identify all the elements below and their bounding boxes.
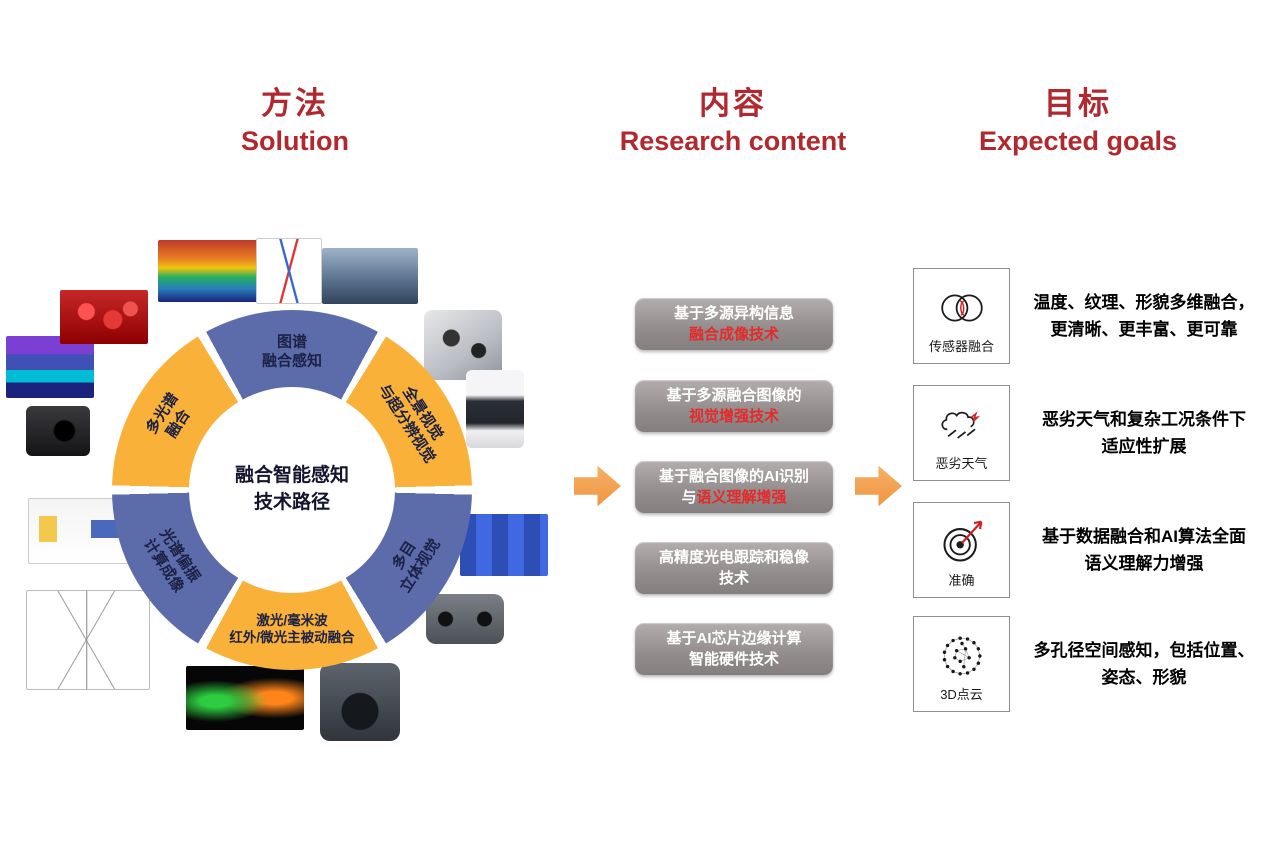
content-box-line2-red: 融合成像技术 [688, 326, 779, 343]
content-box-line1: 基于AI芯片边缘计算 [666, 629, 802, 647]
content-box-line2: 智能硬件技术 [689, 649, 779, 670]
goal-label: 3D点云 [940, 687, 983, 702]
goal-desc-line2: 语义理解力增强 [1084, 554, 1204, 573]
goal-desc-line2: 姿态、形貌 [1101, 668, 1187, 687]
ptz-camera-image [466, 370, 524, 448]
black-camera-image [26, 406, 90, 456]
red-berries-image [60, 290, 148, 344]
segment-label-line: 红外/微光主被动融合 [229, 630, 355, 645]
content-box-line2-red: 语义理解增强 [696, 489, 787, 506]
goal-desc-line1: 多孔径空间感知，包括位置、 [1033, 640, 1255, 660]
optical-path-diagram [26, 590, 150, 690]
stereo-blocks-image [460, 514, 548, 576]
donut-center: 融合智能感知 技术路径 [189, 387, 395, 593]
flow-arrow-left [574, 465, 621, 507]
segment-label-map-fusion: 图谱 融合感知 [262, 333, 322, 371]
goal-desc: 多孔径空间感知，包括位置、 姿态、形貌 [1030, 637, 1258, 691]
multi-camera-cube-image [424, 310, 502, 380]
point-cloud-icon [937, 627, 987, 684]
goal-label: 准确 [948, 573, 975, 588]
goal-desc-line2: 更清晰、更丰富、更可靠 [1050, 320, 1238, 339]
stereo-camera-image [426, 594, 504, 644]
goal-row-accuracy: 准确 基于数据融合和AI算法全面 语义理解力增强 [913, 502, 1258, 598]
goal-row-severe-weather: 恶劣天气 恶劣天气和复杂工况条件下 适应性扩展 [913, 385, 1258, 481]
content-box-ai-recognition: 基于融合图像的AI识别 与语义理解增强 [635, 461, 833, 513]
goals-header-zh: 目标 [1044, 86, 1112, 121]
segment-label-line: 图谱 [276, 333, 308, 351]
content-box-line1: 高精度光电跟踪和稳像 [658, 548, 809, 566]
goal-desc-line1: 恶劣天气和复杂工况条件下 [1042, 409, 1246, 429]
segment-label-laser-mmwave: 激光/毫米波 红外/微光主被动融合 [229, 613, 354, 647]
storm-weather-icon [936, 396, 988, 453]
content-box-line2-red: 视觉增强技术 [688, 408, 779, 425]
segment-label-line: 激光/毫米波 [256, 613, 328, 629]
goal-box-point-cloud: 3D点云 [913, 616, 1010, 712]
content-box-line2-white: 技术 [718, 570, 749, 587]
content-box-visual-enhancement: 基于多源融合图像的 视觉增强技术 [635, 380, 833, 432]
content-box-tracking-stabilization: 高精度光电跟踪和稳像 技术 [635, 542, 833, 594]
content-box-fusion-imaging: 基于多源异构信息 融合成像技术 [635, 298, 833, 350]
content-box-line1: 基于多源融合图像的 [666, 386, 802, 404]
segment-label-stereo-vision: 多目 立体视觉 [381, 526, 445, 597]
content-box-line2: 技术 [719, 568, 749, 589]
segment-label-line: 融合感知 [261, 352, 323, 369]
content-box-line2: 与语义理解增强 [681, 487, 786, 508]
spectra-chart-image [256, 238, 322, 304]
goal-box-severe-weather: 恶劣天气 [913, 385, 1010, 481]
thermal-images [186, 666, 304, 730]
content-box-line2: 融合成像技术 [689, 324, 779, 345]
solution-donut-chart: 图谱 融合感知 全景视觉 与超分辨视觉 多目 立体视觉 激光/毫米波 红外/微光… [112, 310, 472, 670]
content-box-line1: 基于融合图像的AI识别 [658, 467, 809, 485]
goal-desc: 恶劣天气和复杂工况条件下 适应性扩展 [1030, 406, 1258, 460]
segment-label-spectral-polarization: 光谱偏振 计算成像 [139, 526, 203, 597]
goal-desc-line1: 基于数据融合和AI算法全面 [1042, 526, 1246, 546]
content-header-en: Research content [619, 126, 847, 156]
content-box-line2: 视觉增强技术 [689, 406, 779, 427]
goal-label: 恶劣天气 [935, 456, 988, 471]
flow-arrow-right [855, 465, 902, 507]
goal-row-sensor-fusion: 传感器融合 温度、纹理、形貌多维融合， 更清晰、更丰富、更可靠 [913, 268, 1258, 364]
segment-label-multispectral-fusion: 多光谱 融合 [143, 390, 199, 448]
content-box-line1: 基于多源异构信息 [673, 304, 794, 322]
content-header-zh: 内容 [699, 86, 767, 121]
pipeline-panorama-image [322, 248, 418, 304]
target-dart-icon [936, 513, 988, 570]
gimbal-camera-image [320, 663, 400, 741]
goal-desc-line2: 适应性扩展 [1101, 437, 1187, 456]
goal-desc: 温度、纹理、形貌多维融合， 更清晰、更丰富、更可靠 [1030, 289, 1258, 343]
goal-box-accuracy: 准确 [913, 502, 1010, 598]
venn-circles-icon [933, 279, 991, 336]
content-box-edge-computing: 基于AI芯片边缘计算 智能硬件技术 [635, 623, 833, 675]
content-box-line2-white: 与 [681, 489, 697, 506]
solution-header-zh: 方法 [261, 86, 329, 121]
goal-desc-line1: 温度、纹理、形貌多维融合， [1033, 292, 1255, 312]
content-header: 内容 Research content [583, 78, 883, 157]
content-box-line2-white: 智能硬件技术 [688, 651, 779, 668]
solution-header-en: Solution [241, 126, 349, 156]
goals-header: 目标 Expected goals [928, 78, 1228, 157]
goal-box-sensor-fusion: 传感器融合 [913, 268, 1010, 364]
goal-desc: 基于数据融合和AI算法全面 语义理解力增强 [1030, 523, 1258, 577]
spectral-cube-image [158, 240, 264, 302]
goal-label: 传感器融合 [928, 339, 994, 354]
donut-center-line2: 技术路径 [253, 492, 330, 513]
solution-header: 方法 Solution [145, 78, 445, 157]
spectral-layers-image [6, 336, 94, 398]
goal-row-point-cloud: 3D点云 多孔径空间感知，包括位置、 姿态、形貌 [913, 616, 1258, 712]
donut-center-line1: 融合智能感知 [234, 465, 349, 487]
goals-header-en: Expected goals [978, 126, 1178, 156]
